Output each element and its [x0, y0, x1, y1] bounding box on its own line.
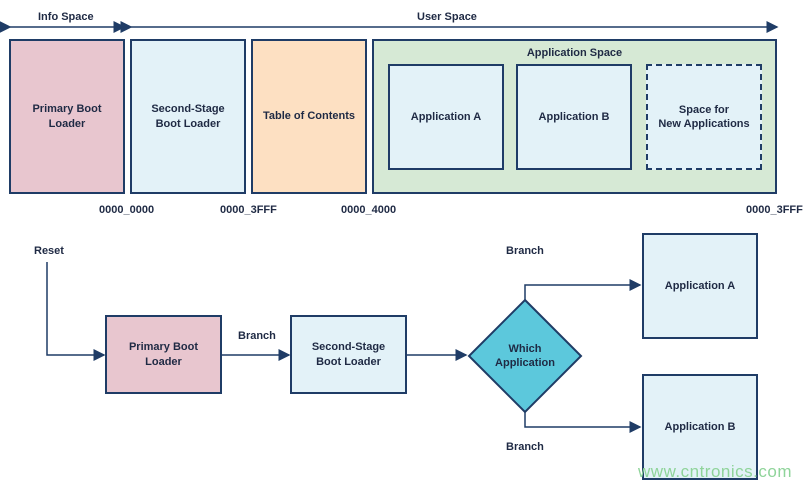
flow-primary-boot-loader: Primary Boot Loader: [105, 315, 222, 394]
branch-label: Branch: [238, 330, 276, 342]
application-b-slot: Application B: [516, 64, 632, 170]
reset-arrow: [46, 262, 106, 361]
flow-application-a: Application A: [642, 233, 758, 339]
application-space-label: Application Space: [526, 47, 623, 59]
address-label: 0000_3FFF: [220, 204, 277, 216]
info-space-label: Info Space: [38, 11, 94, 23]
flow-application-b: Application B: [642, 374, 758, 480]
branch-a-arrow: [524, 279, 642, 300]
reset-label: Reset: [34, 245, 64, 257]
branch-bottom-label: Branch: [506, 441, 544, 453]
branch-top-label: Branch: [506, 245, 544, 257]
application-a-slot: Application A: [388, 64, 504, 170]
decision-diamond: [467, 298, 583, 414]
new-applications-slot: Space for New Applications: [646, 64, 762, 170]
user-space-label: User Space: [417, 11, 477, 23]
table-of-contents-block: Table of Contents: [251, 39, 367, 194]
branch-b-arrow: [524, 412, 642, 433]
address-label: 0000_0000: [99, 204, 155, 216]
address-label: 0000_4000: [341, 204, 397, 216]
primary-boot-loader-block: Primary Boot Loader: [9, 39, 125, 194]
address-label: 0000_3FFF: [746, 204, 803, 216]
decision-label: Which Application: [495, 342, 555, 369]
watermark: www.cntronics.com: [638, 462, 792, 481]
second-stage-boot-loader-block: Second-Stage Boot Loader: [130, 39, 246, 194]
flow-second-stage-boot-loader: Second-Stage Boot Loader: [290, 315, 407, 394]
